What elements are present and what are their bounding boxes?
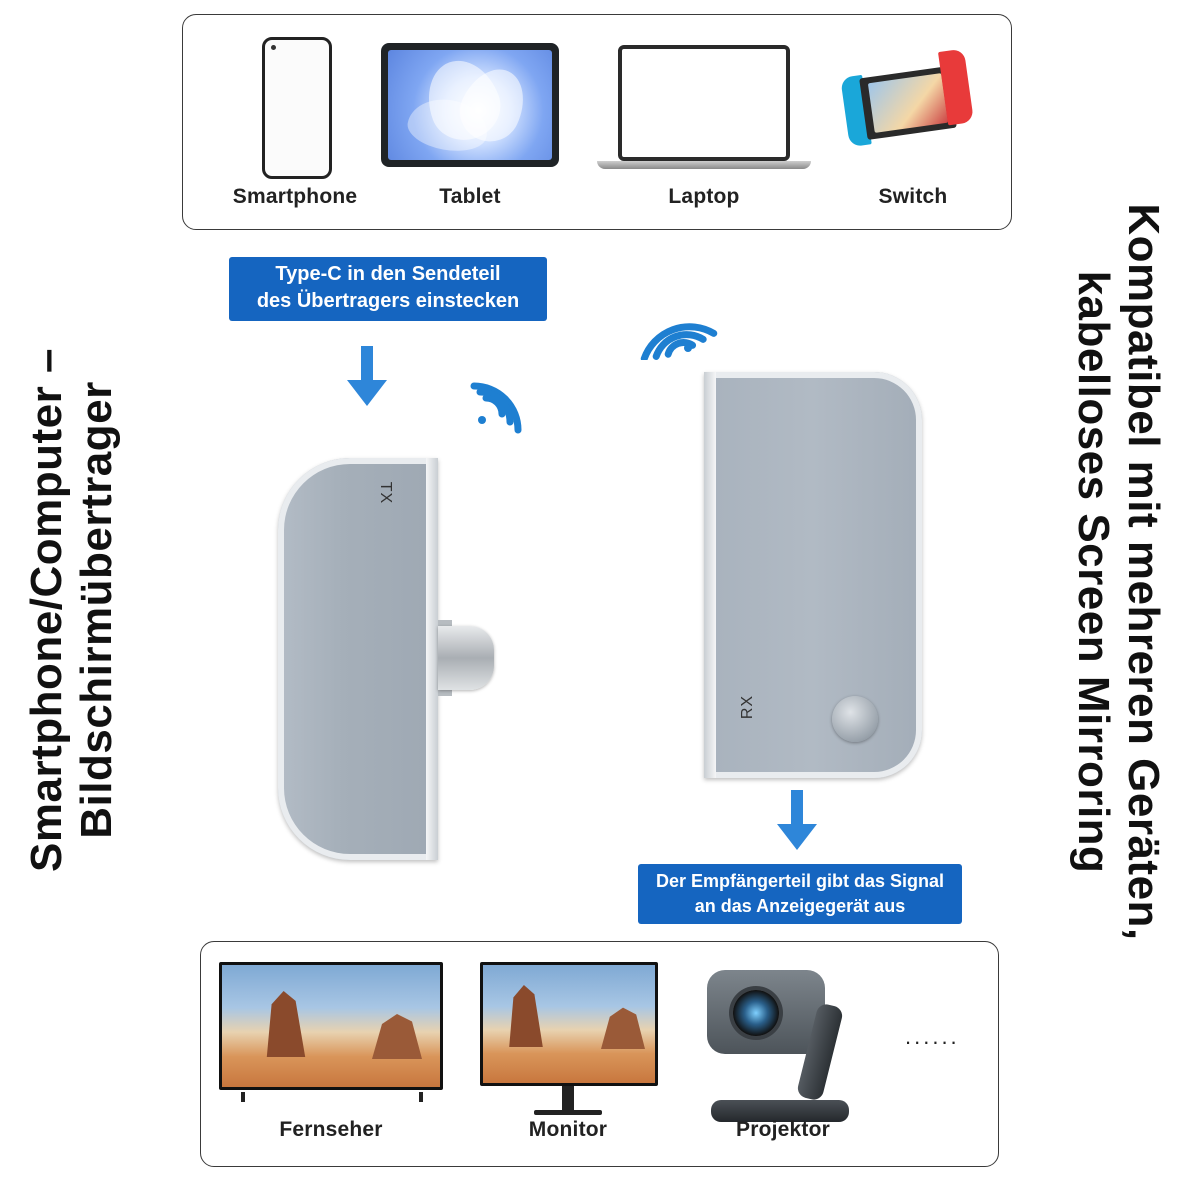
monitor-label: Monitor bbox=[528, 1118, 608, 1141]
monitor-base bbox=[534, 1110, 602, 1115]
smartphone-image bbox=[262, 37, 332, 179]
laptop-label: Laptop bbox=[668, 185, 740, 208]
right-title-line1: Kompatibel mit mehreren Geräten, bbox=[1119, 203, 1168, 941]
callout-plug-in: Type-C in den Sendeteil des Übertragers … bbox=[229, 257, 547, 321]
projector-lens bbox=[733, 990, 779, 1036]
receiver-button[interactable] bbox=[832, 696, 878, 742]
more-devices-ellipsis: ...... bbox=[905, 1024, 960, 1049]
output-devices-panel: Fernseher Monitor Projektor ...... bbox=[200, 941, 999, 1167]
source-devices-panel: Smartphone Tablet Laptop Switch bbox=[182, 14, 1012, 230]
tablet-screen bbox=[388, 50, 552, 160]
projector-label: Projektor bbox=[736, 1118, 830, 1141]
tablet-image bbox=[381, 43, 559, 167]
monitor-stand bbox=[562, 1086, 574, 1110]
left-title-line2: Bildschirmübertrager bbox=[72, 381, 121, 839]
receiver-edge bbox=[704, 372, 716, 778]
desert-scene bbox=[222, 965, 440, 1087]
tablet-label: Tablet bbox=[439, 185, 501, 208]
transmitter-device bbox=[278, 458, 438, 860]
switch-label: Switch bbox=[878, 185, 948, 208]
callout-bottom-line1: Der Empfängerteil gibt das Signal bbox=[655, 871, 945, 891]
arrow-down-icon bbox=[777, 790, 817, 850]
callout-bottom-line2: an das Anzeigegerät aus bbox=[694, 896, 906, 916]
projector-image bbox=[707, 970, 859, 1130]
transmitter-edge bbox=[426, 458, 438, 860]
projector-stand-base bbox=[711, 1100, 849, 1122]
callout-receiver-output: Der Empfängerteil gibt das Signal an das… bbox=[638, 864, 962, 924]
switch-console-image bbox=[840, 48, 985, 160]
right-side-title: Kompatibel mit mehreren Geräten, kabello… bbox=[1058, 192, 1168, 952]
projector-body bbox=[707, 970, 825, 1054]
monitor-image bbox=[480, 962, 658, 1086]
wifi-signal-icon bbox=[640, 323, 718, 360]
laptop-image bbox=[618, 45, 790, 161]
rx-label: RX bbox=[739, 694, 757, 720]
left-title-line1: Smartphone/Computer – bbox=[22, 348, 71, 872]
receiver-device bbox=[704, 372, 922, 778]
laptop-base bbox=[597, 161, 811, 169]
tv-image bbox=[219, 962, 443, 1090]
left-side-title: Smartphone/Computer – Bildschirmübertrag… bbox=[22, 200, 132, 1020]
right-title-line2: kabelloses Screen Mirroring bbox=[1069, 270, 1118, 874]
wifi-signal-icon bbox=[470, 382, 522, 434]
desert-scene bbox=[483, 965, 655, 1083]
callout-top-line2: des Übertragers einstecken bbox=[256, 290, 520, 312]
tv-label: Fernseher bbox=[279, 1118, 383, 1141]
callout-top-line1: Type-C in den Sendeteil bbox=[275, 263, 501, 285]
camera-dot bbox=[271, 45, 276, 50]
usb-c-connector bbox=[438, 626, 494, 690]
arrow-down-icon bbox=[347, 346, 387, 406]
tx-label: TX bbox=[377, 481, 395, 505]
smartphone-label: Smartphone bbox=[232, 185, 358, 208]
